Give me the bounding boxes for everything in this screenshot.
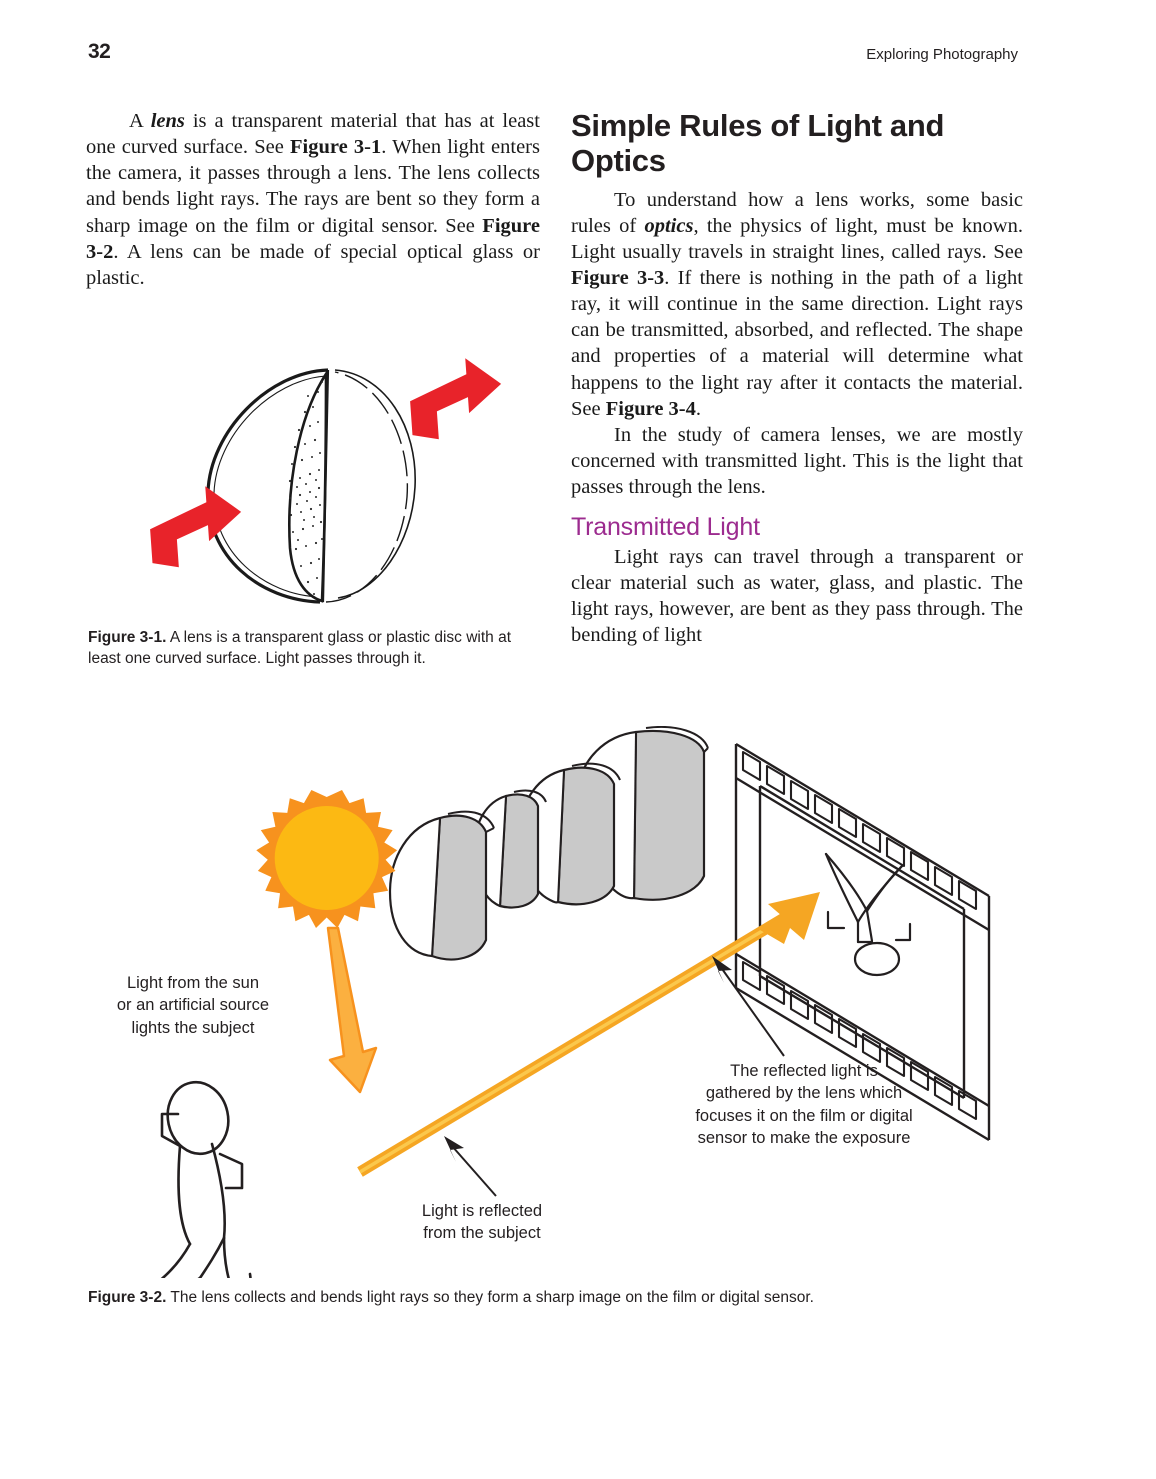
section-heading: Simple Rules of Light and Optics <box>571 108 945 179</box>
figure-3-1-caption-label: Figure 3-1. <box>88 629 167 646</box>
seg: . <box>695 397 702 420</box>
right-paragraph-2: In the study of camera lenses, we are mo… <box>571 423 1023 499</box>
book-title: Exploring Photography <box>866 46 1018 63</box>
seg-figure-3-1-ref: Figure 3-1 <box>290 136 382 159</box>
lens-cross-section <box>288 369 328 603</box>
callout-arrowhead-gathered <box>712 956 732 983</box>
figure-3-1-illustration <box>130 352 510 614</box>
label-light-from-sun: Light from the sun or an artificial sour… <box>116 974 270 1037</box>
sprocket-holes-top <box>741 750 978 911</box>
seg: is a transparent material that has at le… <box>86 110 540 159</box>
callout-arrows <box>451 965 785 1197</box>
figure-3-1-caption-text: A lens is a transparent glass or plastic… <box>88 629 512 667</box>
inverted-image-on-film <box>824 852 912 977</box>
sunlight-arrow <box>326 926 378 1094</box>
film-frame-border <box>758 784 966 1100</box>
stick-figure-subject <box>156 1080 252 1308</box>
seg-optics-italic: optics <box>644 214 694 237</box>
figure-3-2-caption: Figure 3-2. The lens collects and bends … <box>88 1288 1028 1309</box>
right-paragraph-3: Light rays can travel through a transpar… <box>571 545 1023 647</box>
right-text-column: Simple Rules of Light and Optics To unde… <box>571 108 1023 648</box>
lens-elements <box>388 726 709 961</box>
seg-figure-3-3-ref: Figure 3-3 <box>571 267 665 290</box>
left-text-column: A lens is a transparent material that ha… <box>86 108 540 291</box>
left-paragraph-1: A lens is a transparent material that ha… <box>86 108 540 291</box>
incoming-light-arrow <box>150 486 242 568</box>
callout-line-gathered <box>719 965 785 1057</box>
label-reflected-light-gathered: The reflected light is gathered by the l… <box>695 1062 913 1147</box>
sprocket-holes-bottom <box>741 960 978 1121</box>
label-light-reflected: Light is reflected from the subject <box>421 1202 543 1243</box>
seg: , the physics of light, must be known. L… <box>571 214 1023 263</box>
light-ray-arrowhead <box>760 892 820 944</box>
figure-3-2-caption-text: The lens collects and bends light rays s… <box>166 1289 814 1306</box>
seg: . A lens can be made of special optical … <box>86 240 540 289</box>
seg-figure-3-2-ref: Figure 3-2 <box>86 214 540 263</box>
figure-3-2-illustration: Light from the sun or an artificial sour… <box>84 726 1034 1308</box>
seg: To understand how a lens works, some bas… <box>571 188 1023 237</box>
seg-lens-italic: lens <box>150 110 185 132</box>
outgoing-light-arrow <box>410 358 502 440</box>
seg-figure-3-4-ref: Figure 3-4 <box>605 397 696 420</box>
stipple-texture <box>288 381 323 595</box>
callout-arrowhead-reflected <box>444 1136 464 1162</box>
running-head: 32 Exploring Photography <box>88 40 1018 70</box>
film-strip <box>734 742 991 1142</box>
figure-3-1-caption: Figure 3-1. A lens is a transparent glas… <box>88 628 520 670</box>
seg: . If there is nothing in the path of a l… <box>571 267 1024 420</box>
sub-heading-transmitted-light: Transmitted Light <box>571 513 760 542</box>
right-paragraph-1: To understand how a lens works, some bas… <box>571 187 1023 422</box>
lens-disc-back-outline <box>325 369 416 603</box>
lens-element-1 <box>388 810 495 961</box>
seg: A <box>129 110 151 132</box>
callout-line-reflected <box>451 1145 497 1197</box>
page-number: 32 <box>88 40 111 63</box>
figure-3-2-caption-label: Figure 3-2. <box>88 1289 167 1306</box>
sun-icon <box>256 790 398 928</box>
light-ray <box>357 892 820 1177</box>
seg: . When light enters the camera, it passe… <box>86 136 540 237</box>
